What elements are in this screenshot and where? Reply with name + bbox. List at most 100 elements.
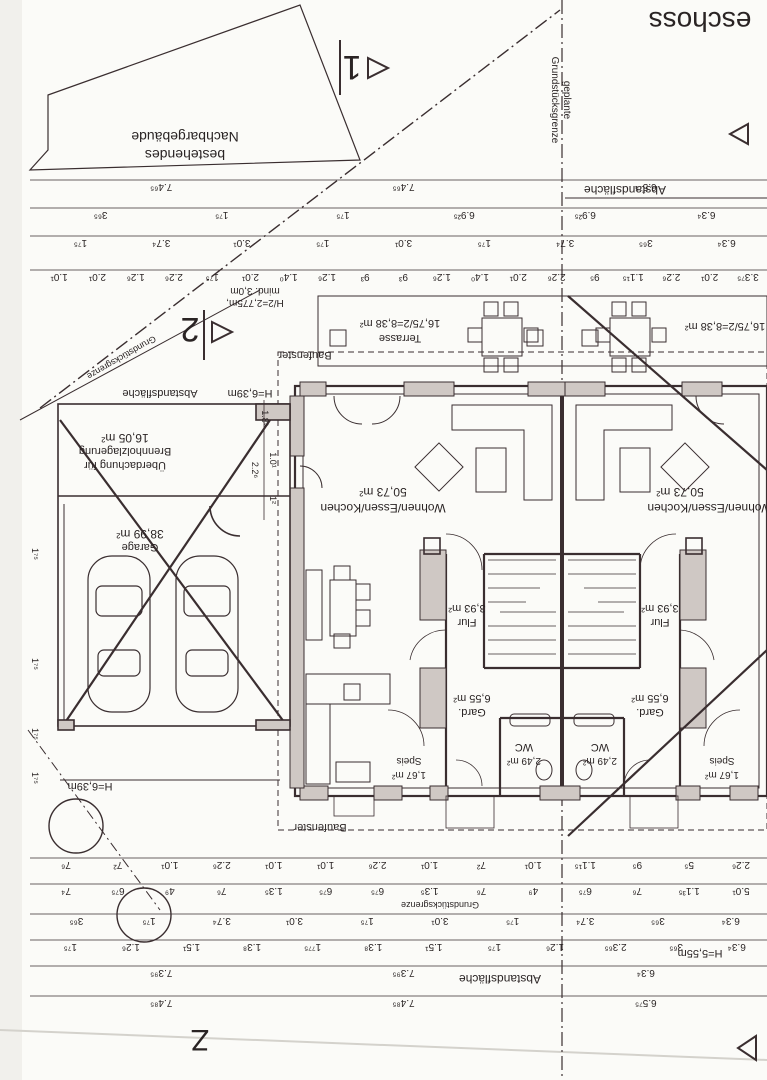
wc-right-label-group: 2,49 m² WC bbox=[582, 741, 617, 766]
car-left-rear bbox=[97, 649, 141, 677]
dim-bot-row3-0: 6.3⁴ bbox=[722, 915, 740, 926]
slope-note-group: H/2=2,775m, mind. 3,0m bbox=[226, 285, 284, 308]
hall-left-name: Flur bbox=[457, 616, 476, 628]
dim-bot-row2-2: 7⁶ bbox=[632, 885, 642, 896]
dim-bot-row2-4: 4⁹ bbox=[528, 885, 538, 896]
terrace-chair-6 bbox=[503, 357, 519, 373]
dim-bot-row1-12: 7² bbox=[113, 859, 123, 870]
terrace-chair-5 bbox=[483, 357, 499, 373]
dim-bot-row2-5: 7⁶ bbox=[477, 885, 487, 896]
side-dim-2-group: 2.2⁶ bbox=[250, 462, 260, 479]
hatch-4 bbox=[564, 381, 606, 397]
dim-top-row4-7: 1.4⁰ bbox=[471, 271, 489, 282]
dim-top-row3-0: 6.3⁴ bbox=[717, 237, 735, 248]
hatch-10 bbox=[675, 785, 701, 801]
dim-top-row4-12: 1.4⁰ bbox=[280, 271, 298, 282]
dim-bot-row6-2: 7.4⁸⁵ bbox=[150, 997, 172, 1008]
door-swing-left bbox=[299, 465, 323, 489]
living-left-name: Wohnen/Essen/Kochen bbox=[320, 501, 445, 515]
hall-door-left bbox=[445, 533, 483, 571]
shed-line2: Brennholzlagerung bbox=[79, 445, 171, 457]
section-z-label-group: Z bbox=[191, 1023, 209, 1056]
dim-bot-row4-10: 1.2⁶ bbox=[122, 941, 140, 952]
terrace-chair-3 bbox=[467, 327, 483, 343]
dim-top-row4-9: 9³ bbox=[398, 271, 408, 282]
dim-bot-row6-0: 6.5⁷⁵ bbox=[635, 997, 657, 1008]
dim-bot-row2-1: 1.1³⁵ bbox=[678, 885, 699, 896]
wc-basin-left bbox=[509, 713, 551, 727]
left-dim-3: 1⁷⁵ bbox=[30, 728, 40, 740]
dim-top-row1-0: 6.5⁷⁵ bbox=[635, 181, 657, 192]
kitchen-window-left bbox=[333, 795, 375, 817]
dim-bot-row2-7: 6⁷⁵ bbox=[371, 885, 384, 896]
hatch-2 bbox=[403, 381, 455, 397]
kitchen-counter-left bbox=[305, 673, 391, 705]
baufenster-top-label: Baufenster bbox=[278, 349, 332, 361]
dim-bot-row4-7: 1⁷⁷⁵ bbox=[304, 941, 321, 952]
armchair-right bbox=[660, 442, 710, 492]
section-1-arrow bbox=[367, 56, 391, 80]
terrace-left-area: 16,75/2=8,38 m² bbox=[359, 317, 440, 329]
car-right bbox=[175, 555, 239, 713]
dim-bot-row4-2: 2.3⁶⁵ bbox=[604, 941, 626, 952]
stair-right-treads bbox=[568, 559, 636, 655]
setback-lower-height-group: H=6,39m bbox=[68, 780, 113, 792]
pantry-left-name: Speis bbox=[396, 755, 421, 766]
patio-door-left bbox=[333, 395, 401, 425]
hatch-13 bbox=[289, 487, 305, 789]
terrace-chair-10 bbox=[651, 327, 667, 343]
sofa-left bbox=[451, 404, 553, 501]
dim-bot-row1-0: 2.2⁶ bbox=[732, 859, 750, 870]
dim-bot-row1-3: 1.1¹⁵ bbox=[575, 859, 596, 870]
living-right-name: Wohnen/Essen/Kochen bbox=[647, 501, 767, 515]
section-1-label: 1 bbox=[343, 48, 362, 86]
coffee-table-left bbox=[475, 447, 507, 493]
dim-bot-row2-6: 1.3⁵ bbox=[420, 885, 438, 896]
setback-bottom-label: Abstandsfläche bbox=[459, 972, 541, 986]
dim-top-row3-5: 1⁷⁵ bbox=[316, 237, 329, 248]
terrace-chair-4 bbox=[523, 327, 539, 343]
dim-bot-row3-1: 3⁶⁵ bbox=[651, 915, 665, 926]
wc-left-area: 2,49 m² bbox=[506, 755, 541, 766]
neighbor-label-group: bestehendes Nachbargebäude bbox=[131, 129, 239, 163]
dim-bot-row5-1: 7.3⁹⁵ bbox=[392, 967, 414, 978]
dim-top-row2-2: 6.9²⁵ bbox=[453, 209, 474, 220]
garage-area: 38,99 m² bbox=[116, 527, 163, 541]
dim-bot-row1-2: 9⁵ bbox=[632, 859, 642, 870]
hatch-15 bbox=[679, 549, 707, 621]
planned-boundary-label-group: geplante Grundstücksgrenze bbox=[549, 57, 572, 144]
side-dim-1-group: 1.8³ bbox=[260, 410, 270, 426]
dim-bot-row1-13: 7⁶ bbox=[61, 859, 71, 870]
car-right-rear bbox=[185, 649, 229, 677]
hatch-5 bbox=[681, 381, 723, 397]
dim-top-row2-4: 1⁷⁵ bbox=[215, 209, 228, 220]
dim-bot-row5-2: 7.3⁹⁵ bbox=[150, 967, 172, 978]
wc-fixtures bbox=[509, 713, 615, 781]
sheet-title: eschoss bbox=[649, 6, 752, 37]
dim-top-row4-3: 1.1¹⁵ bbox=[622, 271, 643, 282]
living-right-label-group: Wohnen/Essen/Kochen 50,73 m² bbox=[647, 485, 767, 515]
dim-top-row2-5: 3⁶⁵ bbox=[94, 209, 108, 220]
boundary-bottom-label: Grundstücksgrenze bbox=[401, 900, 479, 910]
dim-bot-row4-1: 3⁶⁵ bbox=[669, 941, 683, 952]
hatch-14 bbox=[419, 549, 447, 621]
pantry-right-area: 1,67 m² bbox=[704, 769, 739, 780]
hatch-7 bbox=[373, 785, 403, 801]
dim-top-row4-16: 1.2⁶ bbox=[127, 271, 145, 282]
setback-lower-height: H=6,39m bbox=[68, 780, 113, 792]
section-bottom-arrow-right bbox=[736, 1034, 757, 1062]
dim-top-row3-3: 1⁷⁵ bbox=[478, 237, 491, 248]
planned-boundary-label-1: geplante bbox=[561, 81, 572, 120]
dim-top-row3-1: 3⁶⁵ bbox=[639, 237, 653, 248]
living-right-area: 50,73 m² bbox=[656, 485, 703, 499]
dim-bot-row1-6: 1.0¹ bbox=[420, 859, 438, 870]
dim-bot-row2-9: 1.3⁵ bbox=[265, 885, 283, 896]
dim-bot-row2-8: 6⁷⁵ bbox=[319, 885, 332, 896]
pantry-door-right bbox=[703, 709, 741, 747]
dim-top-row2-0: 6.3⁴ bbox=[697, 209, 715, 220]
wall-hatches bbox=[289, 381, 759, 801]
wc-basin-right bbox=[573, 713, 615, 727]
setback-left-group: Abstandsfläche H=6,39m bbox=[122, 387, 272, 399]
